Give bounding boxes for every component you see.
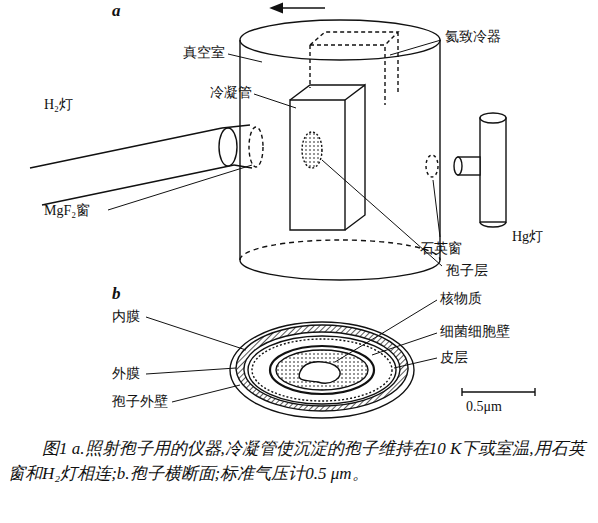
panel-letter: a xyxy=(112,2,121,20)
part-label: MgF₂窗 xyxy=(44,202,90,220)
part-label: 石英窗 xyxy=(420,240,462,258)
part-label: 真空室 xyxy=(183,44,225,62)
panel-letter: b xyxy=(112,285,121,303)
part-label: 氦致冷器 xyxy=(445,28,501,46)
part-label: 冷凝管 xyxy=(210,84,252,102)
figure-caption: 图1 a.照射孢子用的仪器,冷凝管使沉淀的孢子维持在10 K下或室温,用石英窗和… xyxy=(8,436,590,486)
part-label: 细菌细胞壁 xyxy=(440,323,510,341)
part-label: 内膜 xyxy=(112,308,140,326)
part-label: 外膜 xyxy=(112,365,140,383)
scale-label: 0.5μm xyxy=(466,398,502,416)
part-label: 孢子层 xyxy=(446,262,488,280)
part-label: 孢子外壁 xyxy=(112,393,168,411)
part-label: 皮层 xyxy=(440,349,468,367)
part-label: Hg灯 xyxy=(512,228,543,246)
part-label: 核物质 xyxy=(440,290,482,308)
part-label: H₂灯 xyxy=(44,96,73,114)
